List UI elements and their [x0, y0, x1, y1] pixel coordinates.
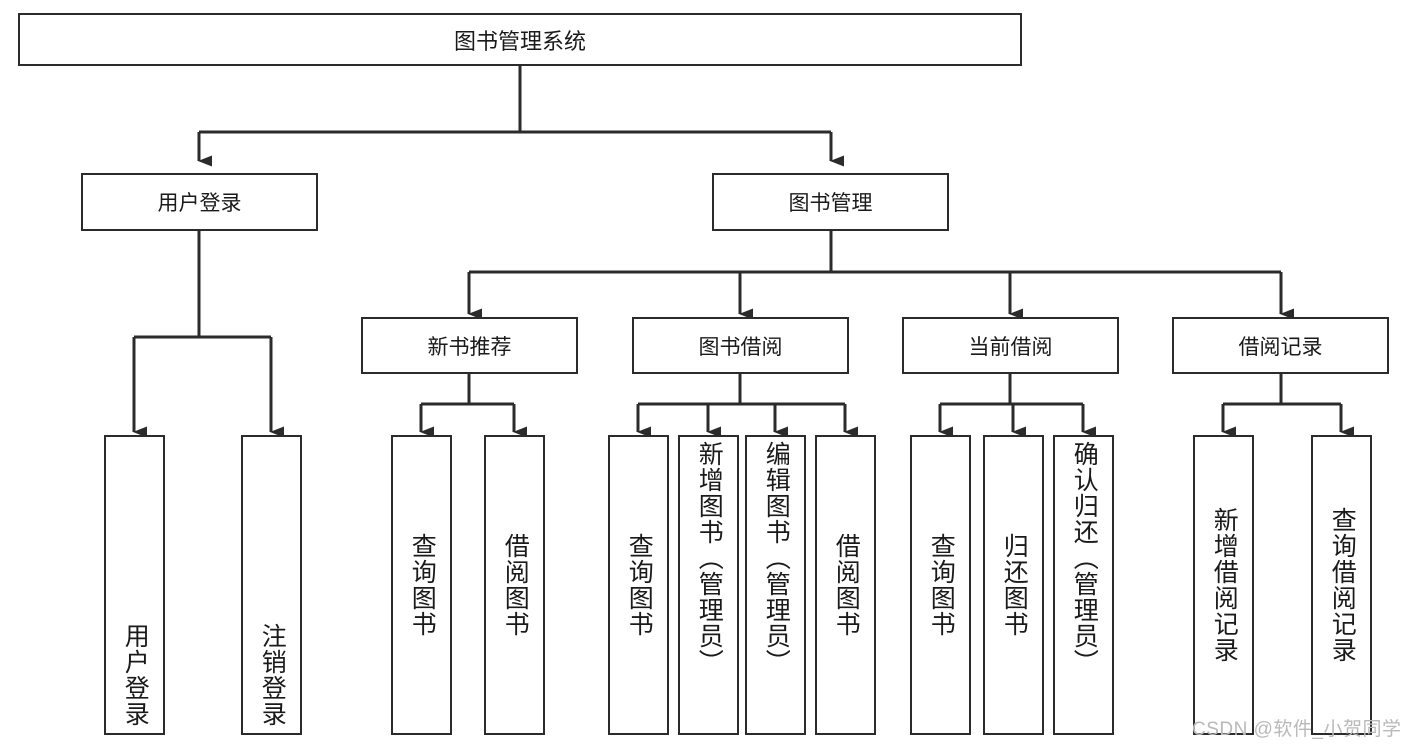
- node-user-login[interactable]: 用户登录: [81, 173, 318, 231]
- node-book-management[interactable]: 图书管理: [712, 173, 949, 231]
- leaf-query-book-recommend-label: 查询图书: [408, 533, 437, 637]
- leaf-user-login-label: 用户登录: [121, 623, 150, 727]
- leaf-query-book-current-label: 查询图书: [927, 533, 956, 637]
- leaf-confirm-return-admin-label: 确认归还（管理员）: [1070, 441, 1099, 675]
- leaf-return-book[interactable]: 归还图书: [983, 435, 1044, 735]
- leaf-logout-label: 注销登录: [258, 623, 287, 727]
- node-root[interactable]: 图书管理系统: [18, 13, 1022, 66]
- watermark-text: CSDN @软件_小贺同学: [1192, 719, 1402, 740]
- node-book-borrow[interactable]: 图书借阅: [632, 317, 849, 374]
- node-current-borrow[interactable]: 当前借阅: [902, 317, 1119, 374]
- leaf-query-borrow-record-label: 查询借阅记录: [1328, 507, 1357, 663]
- node-borrow-record[interactable]: 借阅记录: [1172, 317, 1389, 374]
- leaf-borrow-book[interactable]: 借阅图书: [815, 435, 876, 735]
- leaf-query-book-borrow-label: 查询图书: [625, 533, 654, 637]
- leaf-return-book-label: 归还图书: [1000, 533, 1029, 637]
- node-book-borrow-label: 图书借阅: [698, 335, 783, 359]
- leaf-edit-book-admin-label: 编辑图书（管理员）: [762, 441, 791, 675]
- leaf-query-borrow-record[interactable]: 查询借阅记录: [1311, 435, 1372, 735]
- leaf-confirm-return-admin[interactable]: 确认归还（管理员）: [1053, 435, 1114, 735]
- leaf-add-borrow-record-label: 新增借阅记录: [1210, 507, 1239, 663]
- leaf-logout[interactable]: 注销登录: [241, 435, 302, 735]
- leaf-query-book-recommend[interactable]: 查询图书: [391, 435, 452, 735]
- node-root-label: 图书管理系统: [453, 28, 586, 54]
- leaf-borrow-book-label: 借阅图书: [832, 533, 861, 637]
- leaf-query-book-borrow[interactable]: 查询图书: [608, 435, 669, 735]
- node-borrow-record-label: 借阅记录: [1238, 335, 1323, 359]
- node-book-management-label: 图书管理: [788, 192, 873, 215]
- leaf-add-borrow-record[interactable]: 新增借阅记录: [1193, 435, 1254, 735]
- node-user-login-label: 用户登录: [157, 192, 242, 215]
- leaf-borrow-book-recommend[interactable]: 借阅图书: [484, 435, 545, 735]
- leaf-user-login[interactable]: 用户登录: [104, 435, 165, 735]
- leaf-query-book-current[interactable]: 查询图书: [910, 435, 971, 735]
- node-new-book-recommend-label: 新书推荐: [427, 335, 512, 359]
- leaf-borrow-book-recommend-label: 借阅图书: [501, 533, 530, 637]
- node-current-borrow-label: 当前借阅: [968, 335, 1053, 359]
- leaf-add-book-admin[interactable]: 新增图书（管理员）: [678, 435, 739, 735]
- leaf-edit-book-admin[interactable]: 编辑图书（管理员）: [745, 435, 806, 735]
- node-new-book-recommend[interactable]: 新书推荐: [361, 317, 578, 374]
- leaf-add-book-admin-label: 新增图书（管理员）: [695, 441, 724, 675]
